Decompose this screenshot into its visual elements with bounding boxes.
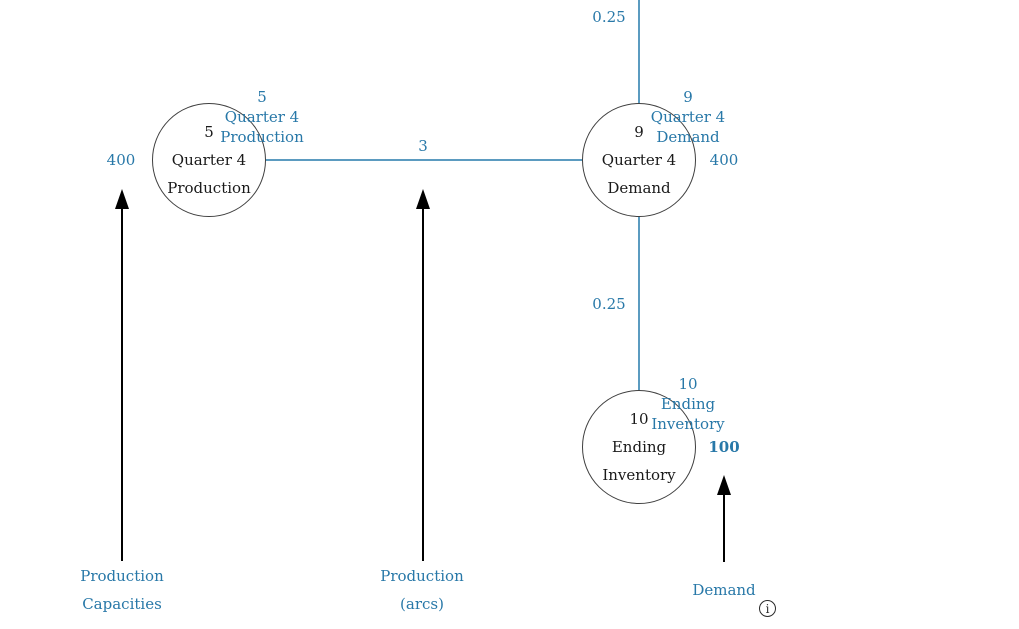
node-title-line2: Production (167, 179, 251, 197)
callout-line1: Quarter 4 (224, 108, 300, 126)
callout-ending-inventory: 10 Ending Inventory (618, 374, 758, 434)
annotation-line1: Production (380, 567, 464, 585)
arrow-up-icon (717, 475, 731, 495)
info-icon-glyph: i (765, 601, 770, 616)
annotation-production-capacities: Production Capacities (37, 562, 207, 618)
info-icon[interactable]: i (759, 600, 776, 617)
node-value: 10 (629, 410, 649, 428)
node-quarter4-production[interactable]: 5 Quarter 4 Production (152, 103, 266, 217)
node-title-line2: Demand (607, 179, 671, 197)
node-title-line1: Ending (611, 438, 667, 456)
node-quarter4-demand[interactable]: 9 Quarter 4 Demand (582, 103, 696, 217)
annotation-line2: (arcs) (400, 595, 444, 613)
annotation-line1: Demand (692, 581, 756, 599)
node-title-line2: Inventory (602, 466, 676, 484)
demand-capacity-value: 400 (709, 151, 739, 169)
callout-line1: Quarter 4 (650, 108, 726, 126)
inventory-bound-value: 100 (708, 438, 740, 456)
supply-arc-label: 0.25 (592, 8, 626, 26)
arrow-shaft (723, 491, 725, 562)
callout-quarter4-demand: 9 Quarter 4 Demand (618, 87, 758, 147)
production-arc-line (266, 159, 582, 161)
arrow-up-icon (416, 189, 430, 209)
node-value: 9 (634, 123, 644, 141)
annotation-line2: Capacities (82, 595, 162, 613)
callout-value: 9 (683, 88, 693, 106)
supply-arc-line (638, 0, 640, 104)
production-capacity-value: 400 (106, 151, 136, 169)
node-title-line1: Quarter 4 (171, 151, 247, 169)
callout-line1: Ending (660, 395, 716, 413)
callout-value: 10 (678, 375, 698, 393)
callout-quarter4-production: 5 Quarter 4 Production (192, 87, 332, 147)
inventory-arc-line (638, 217, 640, 390)
annotation-production-arcs: Production (arcs) (337, 562, 507, 618)
node-ending-inventory[interactable]: 10 Ending Inventory (582, 390, 696, 504)
annotation-line1: Production (80, 567, 164, 585)
production-arc-label: 3 (418, 137, 428, 155)
arrow-shaft (422, 205, 424, 561)
node-value: 5 (204, 123, 214, 141)
callout-line2: Demand (656, 128, 720, 146)
callout-value: 5 (257, 88, 267, 106)
annotation-demand: Demand (639, 576, 809, 604)
arrow-shaft (121, 205, 123, 561)
callout-line2: Production (220, 128, 304, 146)
callout-line2: Inventory (651, 415, 725, 433)
arrow-up-icon (115, 189, 129, 209)
node-title-line1: Quarter 4 (601, 151, 677, 169)
inventory-arc-label: 0.25 (592, 295, 626, 313)
